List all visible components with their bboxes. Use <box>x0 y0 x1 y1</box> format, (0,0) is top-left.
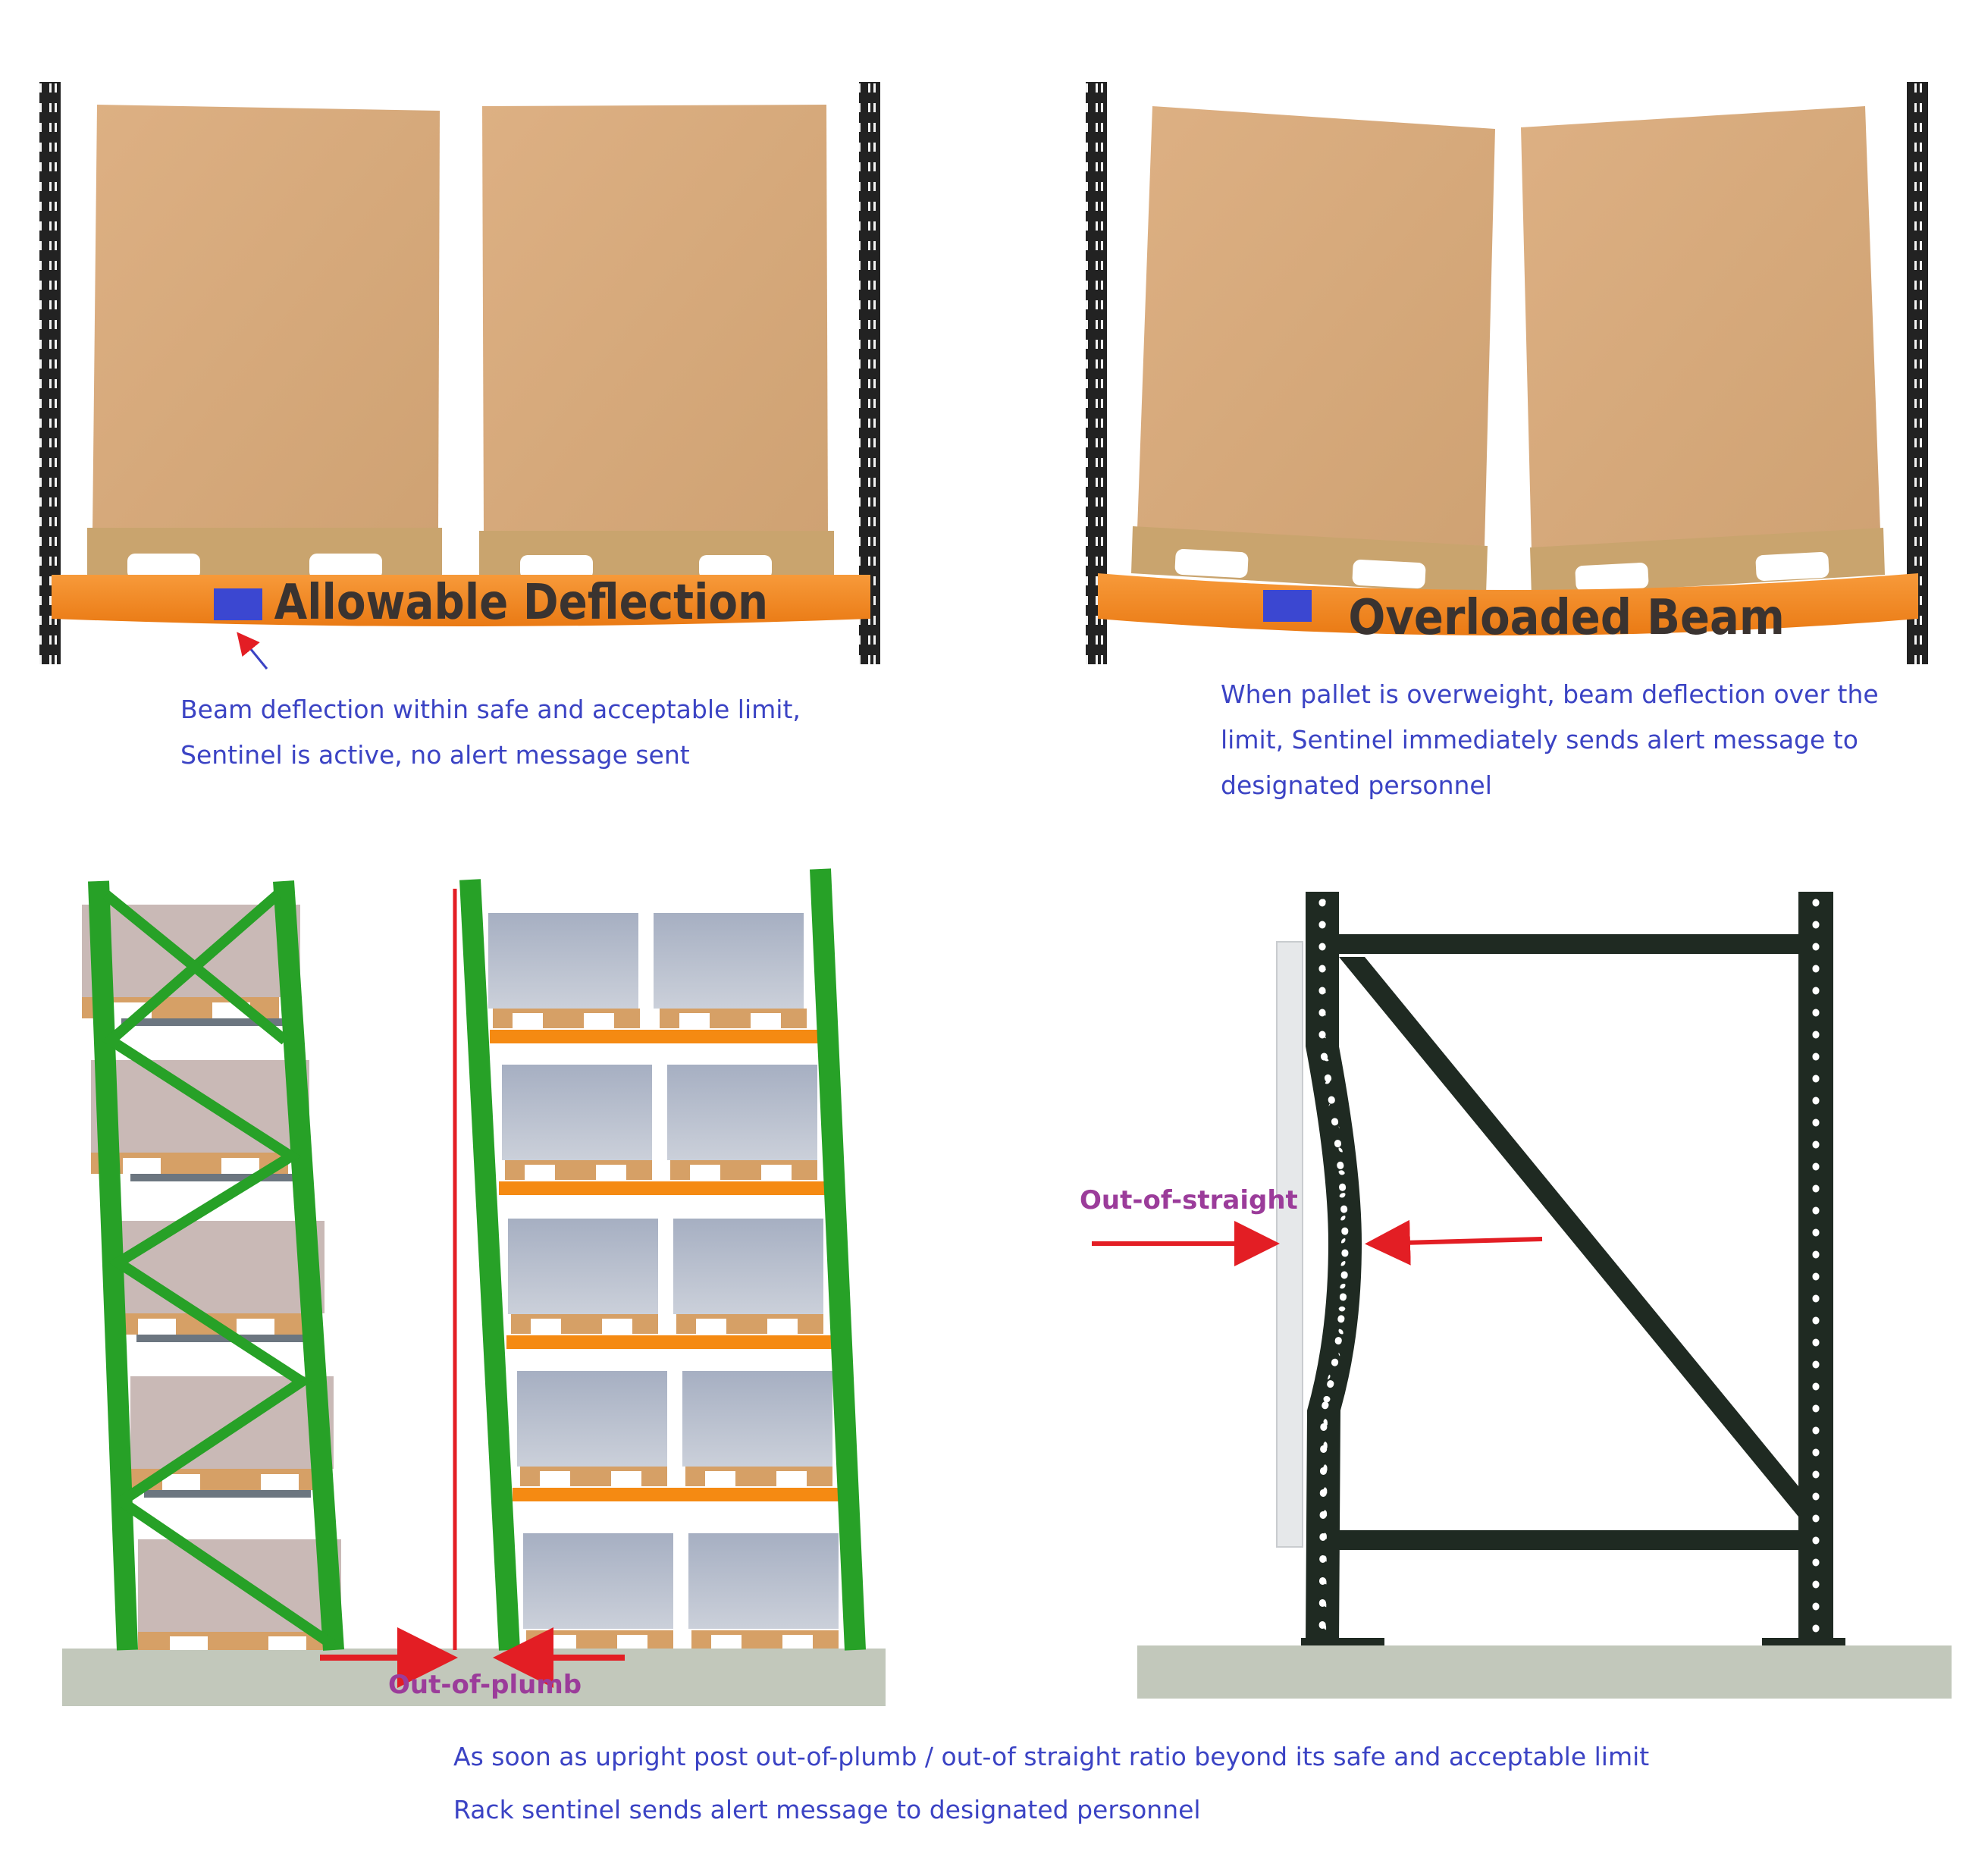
measuring-ruler-icon <box>1276 941 1303 1548</box>
leaning-upright-frame <box>459 868 866 1651</box>
pallet-icon <box>479 531 834 579</box>
cardboard-box-icon <box>92 105 440 534</box>
cardboard-box-icon <box>1521 106 1880 551</box>
floor <box>62 1649 886 1706</box>
caption-line: When pallet is overweight, beam deflecti… <box>1221 679 1879 709</box>
sensor-marker-icon <box>1263 590 1312 622</box>
out-of-straight-label: Out-of-straight <box>1080 1185 1298 1216</box>
beam-label-overloaded: Overloaded Beam <box>1348 589 1785 646</box>
beam-label-allowable: Allowable Deflection <box>274 575 768 631</box>
floor <box>1137 1645 1952 1699</box>
cardboard-box-icon <box>1137 106 1495 546</box>
footer-caption: As soon as upright post out-of-plumb / o… <box>453 1730 1894 1837</box>
marker-pointer-arrow <box>237 632 268 670</box>
allowable-caption: Beam deflection within safe and acceptab… <box>180 687 863 778</box>
out-of-plumb-panel: Out-of-plumb <box>62 868 886 1706</box>
overloaded-beam-panel: Overloaded Beam <box>1086 82 1928 664</box>
allowable-deflection-panel: Allowable Deflection <box>39 82 880 670</box>
footer-line: As soon as upright post out-of-plumb / o… <box>453 1742 1650 1771</box>
leaning-upright-frame <box>88 880 344 1651</box>
caption-line: limit, Sentinel immediately sends alert … <box>1221 725 1858 754</box>
footer-line: Rack sentinel sends alert message to des… <box>453 1795 1201 1824</box>
out-of-plumb-label: Out-of-plumb <box>388 1670 582 1700</box>
caption-line: designated personnel <box>1221 770 1492 800</box>
red-arrow-icon <box>1365 1219 1543 1266</box>
overloaded-caption: When pallet is overweight, beam deflecti… <box>1221 672 1903 808</box>
caption-line: Sentinel is active, no alert message sen… <box>180 740 690 770</box>
pallet-icon <box>1131 526 1488 594</box>
sensor-marker-icon <box>214 588 262 620</box>
upright-post-icon <box>1798 892 1833 1644</box>
pallet-icon <box>87 528 442 579</box>
pallet-stack-right <box>488 913 842 1649</box>
out-of-straight-panel: Out-of-straight <box>1080 892 1952 1699</box>
cardboard-box-icon <box>482 105 828 534</box>
caption-line: Beam deflection within safe and acceptab… <box>180 695 801 724</box>
pallet-icon <box>1530 528 1885 596</box>
bent-upright-post <box>1306 892 1362 1644</box>
